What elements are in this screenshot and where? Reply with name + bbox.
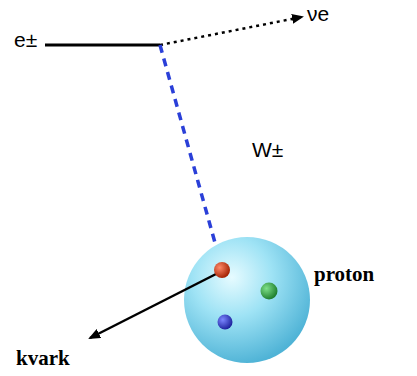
quark-red [214,262,230,278]
proton-label: proton [314,262,374,286]
neutrino-label: νe [307,2,329,26]
lepton-label: e± [14,28,37,52]
proton-sphere [184,237,310,363]
neutrino-line [160,17,302,45]
quark-arrow [90,272,220,338]
lepton-line [45,44,160,47]
quark-green [261,283,278,300]
boson-label: W± [252,138,283,162]
quark-label: kvark [16,346,70,370]
w-boson-line [160,45,222,268]
quark-blue [218,315,233,330]
